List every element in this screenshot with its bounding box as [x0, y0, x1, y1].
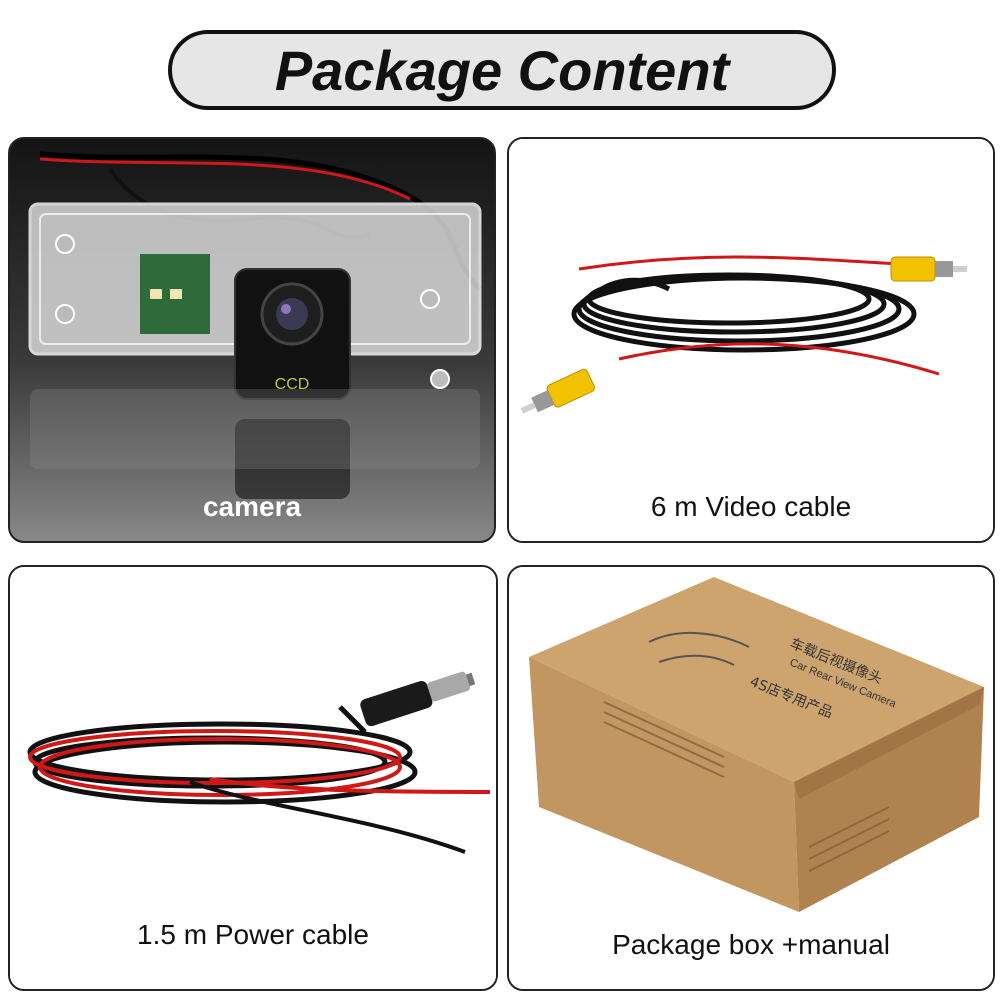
page-title: Package Content: [274, 38, 730, 102]
item-panel-power-cable: 1.5 m Power cable: [8, 565, 498, 991]
power-cable-photo: [10, 567, 496, 989]
camera-ccd-label: CCD: [275, 376, 310, 393]
item-panel-video-cable: 6 m Video cable: [507, 137, 995, 543]
video-cable-photo: [509, 139, 993, 541]
item-panel-package-box: 车载后视摄像头 Car Rear View Camera 4S店专用产品 Pac…: [507, 565, 995, 991]
item-panel-camera: CCD camera: [8, 137, 496, 543]
item-caption: 6 m Video cable: [650, 491, 852, 522]
item-caption: 1.5 m Power cable: [137, 919, 369, 950]
package-box-photo: 车载后视摄像头 Car Rear View Camera 4S店专用产品: [509, 567, 993, 989]
title-banner: Package Content: [168, 30, 836, 110]
item-caption: camera: [202, 491, 302, 522]
camera-photo: CCD: [10, 139, 494, 541]
item-caption: Package box +manual: [612, 929, 890, 960]
